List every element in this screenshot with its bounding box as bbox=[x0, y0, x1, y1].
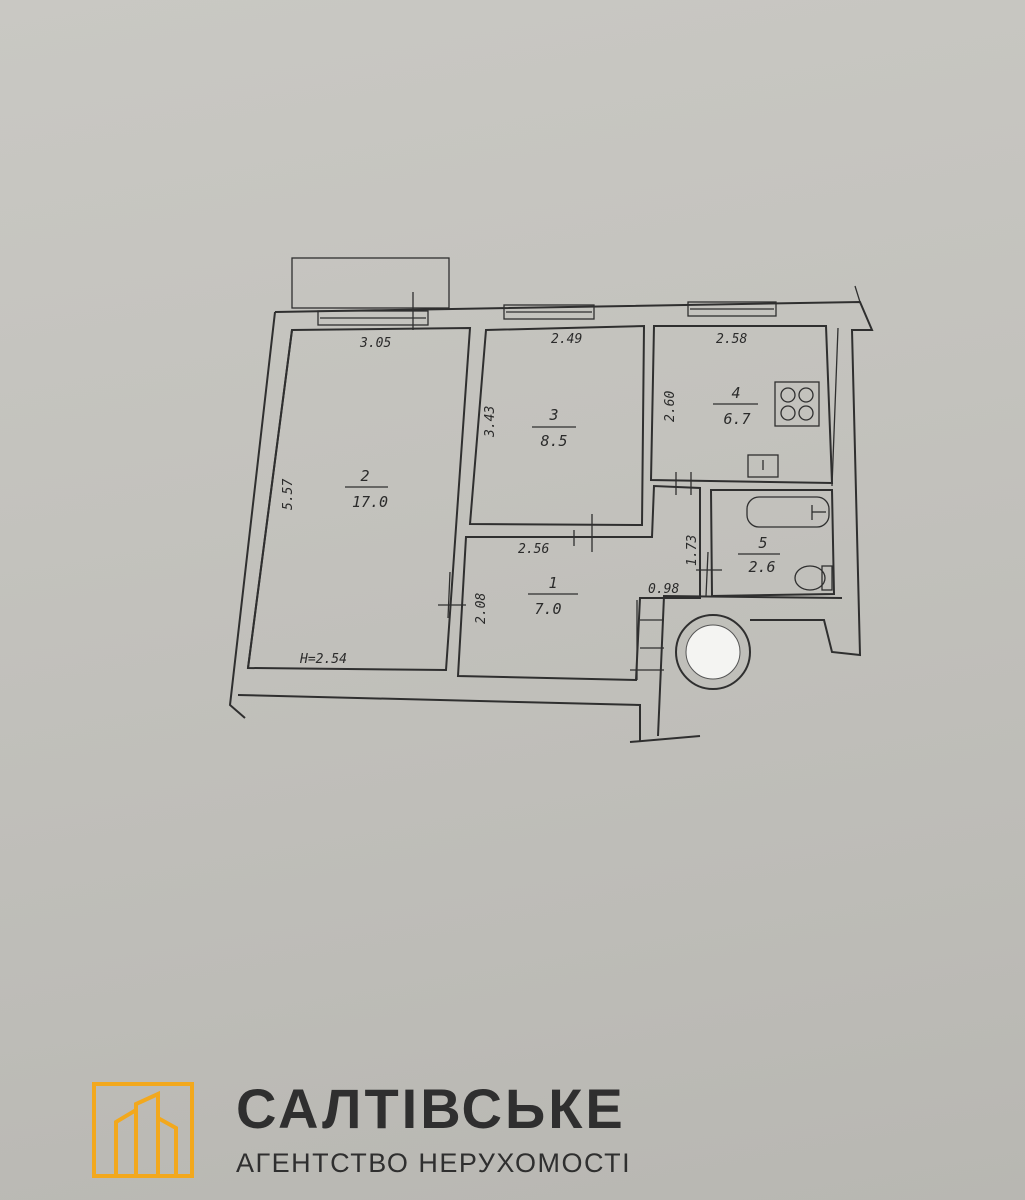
dim-room3-top: 2.49 bbox=[551, 332, 582, 347]
dim-bath-side: 1.73 bbox=[685, 535, 700, 566]
sink-icon bbox=[747, 454, 779, 478]
dim-room4-top: 2.58 bbox=[716, 332, 747, 347]
room-5-area: 2.6 bbox=[748, 558, 775, 576]
room-5-number: 5 bbox=[758, 534, 767, 552]
agency-tagline: АГЕНТСТВО НЕРУХОМОСТІ bbox=[236, 1148, 632, 1178]
room-1-area: 7.0 bbox=[534, 600, 561, 618]
doors bbox=[412, 292, 722, 680]
dim-room1-side: 2.08 bbox=[474, 593, 489, 624]
room-5-outline bbox=[709, 489, 836, 598]
room-4-number: 4 bbox=[731, 384, 740, 402]
room-1-outline bbox=[456, 484, 701, 682]
bathtub-icon bbox=[746, 496, 830, 528]
room-2-area: 17.0 bbox=[352, 493, 388, 511]
room-4-outline bbox=[649, 325, 834, 485]
dimension-labels: 3.05 2.49 2.58 5.57 3.43 2.60 2.56 2.08 … bbox=[281, 332, 747, 667]
balcony bbox=[291, 257, 450, 309]
dim-room2-side: 5.57 bbox=[281, 479, 296, 510]
room-3-number: 3 bbox=[548, 406, 558, 424]
outer-walls bbox=[228, 285, 874, 743]
building-logo-icon bbox=[92, 1082, 194, 1178]
dim-room3-side: 3.43 bbox=[483, 406, 498, 438]
dim-room1-top: 2.56 bbox=[518, 542, 549, 557]
agency-logo: САЛТІВСЬКЕ АГЕНТСТВО НЕРУХОМОСТІ bbox=[92, 1077, 712, 1182]
toilet-icon bbox=[794, 565, 833, 591]
room-4-area: 6.7 bbox=[723, 410, 750, 428]
dim-passage: 0.98 bbox=[648, 582, 679, 597]
windows bbox=[317, 301, 777, 326]
room-3-area: 8.5 bbox=[540, 432, 567, 450]
dim-ceiling-height: H=2.54 bbox=[299, 652, 347, 667]
entrance-stair-icon bbox=[630, 614, 751, 690]
room-1-number: 1 bbox=[548, 574, 557, 592]
stove-icon bbox=[774, 381, 820, 427]
room-2-number: 2 bbox=[360, 467, 369, 485]
room-3-outline bbox=[468, 324, 646, 527]
room-labels: 2 17.0 3 8.5 4 6.7 1 7.0 5 2.6 bbox=[345, 384, 780, 618]
dim-room2-top: 3.05 bbox=[359, 336, 391, 351]
room-2-outline bbox=[246, 326, 472, 672]
agency-name: САЛТІВСЬКЕ bbox=[236, 1077, 626, 1140]
dim-room4-side: 2.60 bbox=[663, 391, 678, 422]
